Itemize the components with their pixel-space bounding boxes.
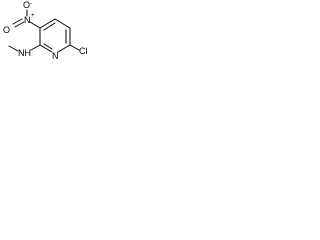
nitro-double-oxygen-label: O — [3, 25, 10, 35]
bond-c3-c4 — [39, 18, 56, 29]
chlorine-label: Cl — [79, 46, 88, 56]
bond-nh-methyl — [8, 45, 19, 52]
nitro-nitrogen-label: N — [24, 15, 31, 25]
chemical-structure: O - N + O N Cl NH — [3, 0, 88, 61]
bond-nitro-o-double-a — [14, 21, 25, 28]
bond-nitro-o-double-b — [12, 18, 23, 25]
double-bond-n1-c2 — [43, 43, 53, 50]
bond-c6-n1 — [57, 44, 71, 53]
ring-nitrogen-label: N — [52, 51, 59, 61]
bond-c6-cl — [69, 44, 80, 51]
nitro-oxygen-charge: - — [30, 1, 32, 7]
bond-c3-nitro — [29, 21, 41, 29]
nitro-oxygen-label: O — [23, 0, 30, 10]
pyridine-ring — [39, 18, 71, 53]
double-bond-c3-c4 — [43, 22, 56, 31]
bond-n1-c2 — [39, 44, 53, 53]
amine-label: NH — [18, 48, 31, 58]
bond-c2-nh — [30, 44, 41, 51]
nitro-nitrogen-charge: + — [31, 13, 35, 19]
bond-c4-c5 — [54, 18, 71, 29]
